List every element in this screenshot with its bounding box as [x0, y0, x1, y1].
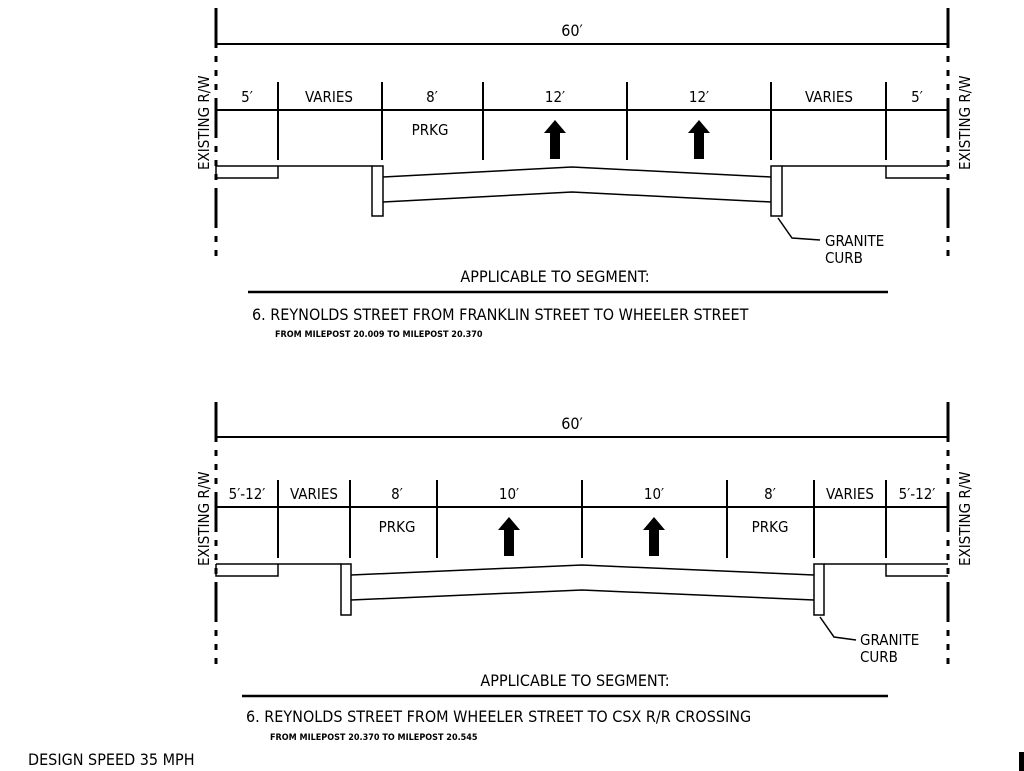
row-label-right: EXISTING R/W — [956, 75, 974, 170]
roadway-profile — [215, 165, 948, 241]
granite-curb-label: GRANITE — [860, 631, 919, 649]
lane-width-label: 12′ — [545, 88, 565, 106]
lane-width-label: 10′ — [499, 485, 519, 503]
lane-dividers — [277, 82, 887, 160]
travel-direction-arrow-icon — [643, 517, 665, 556]
total-width-label: 60′ — [561, 414, 583, 433]
lane-width-label: 5′ — [911, 88, 923, 106]
segment-description: 6. REYNOLDS STREET FROM WHEELER STREET T… — [246, 707, 751, 726]
row-label-right: EXISTING R/W — [956, 471, 974, 566]
roadway-profile — [215, 563, 948, 641]
lane-width-label: 8′ — [426, 88, 438, 106]
lane-width-label: 5′-12′ — [229, 485, 266, 503]
parking-label: PRKG — [752, 518, 789, 536]
granite-curb-label: GRANITE — [825, 232, 884, 250]
travel-direction-arrow-icon — [688, 120, 710, 159]
lane-width-label: 8′ — [764, 485, 776, 503]
cross-section-2: EXISTING R/W EXISTING R/W 60′ 5′-12′ VAR… — [195, 402, 974, 743]
travel-direction-arrow-icon — [544, 120, 566, 159]
design-speed-note: DESIGN SPEED 35 MPH — [28, 750, 195, 769]
granite-curb-label: CURB — [825, 249, 863, 267]
cross-section-1: EXISTING R/W EXISTING R/W 60′ 5′ VARIES … — [195, 8, 974, 340]
parking-label: PRKG — [412, 121, 449, 139]
lane-width-label: VARIES — [805, 88, 853, 106]
applicable-heading: APPLICABLE TO SEGMENT: — [480, 671, 669, 690]
parking-label: PRKG — [379, 518, 416, 536]
lane-width-label: VARIES — [826, 485, 874, 503]
lane-width-label: 12′ — [689, 88, 709, 106]
page-edge-mark — [1019, 752, 1024, 771]
travel-direction-arrow-icon — [498, 517, 520, 556]
granite-curb-label: CURB — [860, 648, 898, 666]
lane-width-label: 5′-12′ — [899, 485, 936, 503]
segment-description: 6. REYNOLDS STREET FROM FRANKLIN STREET … — [252, 305, 749, 324]
milepost-range: FROM MILEPOST 20.009 TO MILEPOST 20.370 — [275, 330, 483, 340]
lane-width-label: 10′ — [644, 485, 664, 503]
milepost-range: FROM MILEPOST 20.370 TO MILEPOST 20.545 — [270, 733, 478, 743]
applicable-heading: APPLICABLE TO SEGMENT: — [460, 267, 649, 286]
lane-dividers — [277, 480, 887, 558]
lane-width-label: VARIES — [290, 485, 338, 503]
lane-width-label: 5′ — [241, 88, 253, 106]
lane-width-label: VARIES — [305, 88, 353, 106]
lane-width-label: 8′ — [391, 485, 403, 503]
row-label-left: EXISTING R/W — [195, 471, 213, 566]
total-width-label: 60′ — [561, 21, 583, 40]
row-label-left: EXISTING R/W — [195, 75, 213, 170]
